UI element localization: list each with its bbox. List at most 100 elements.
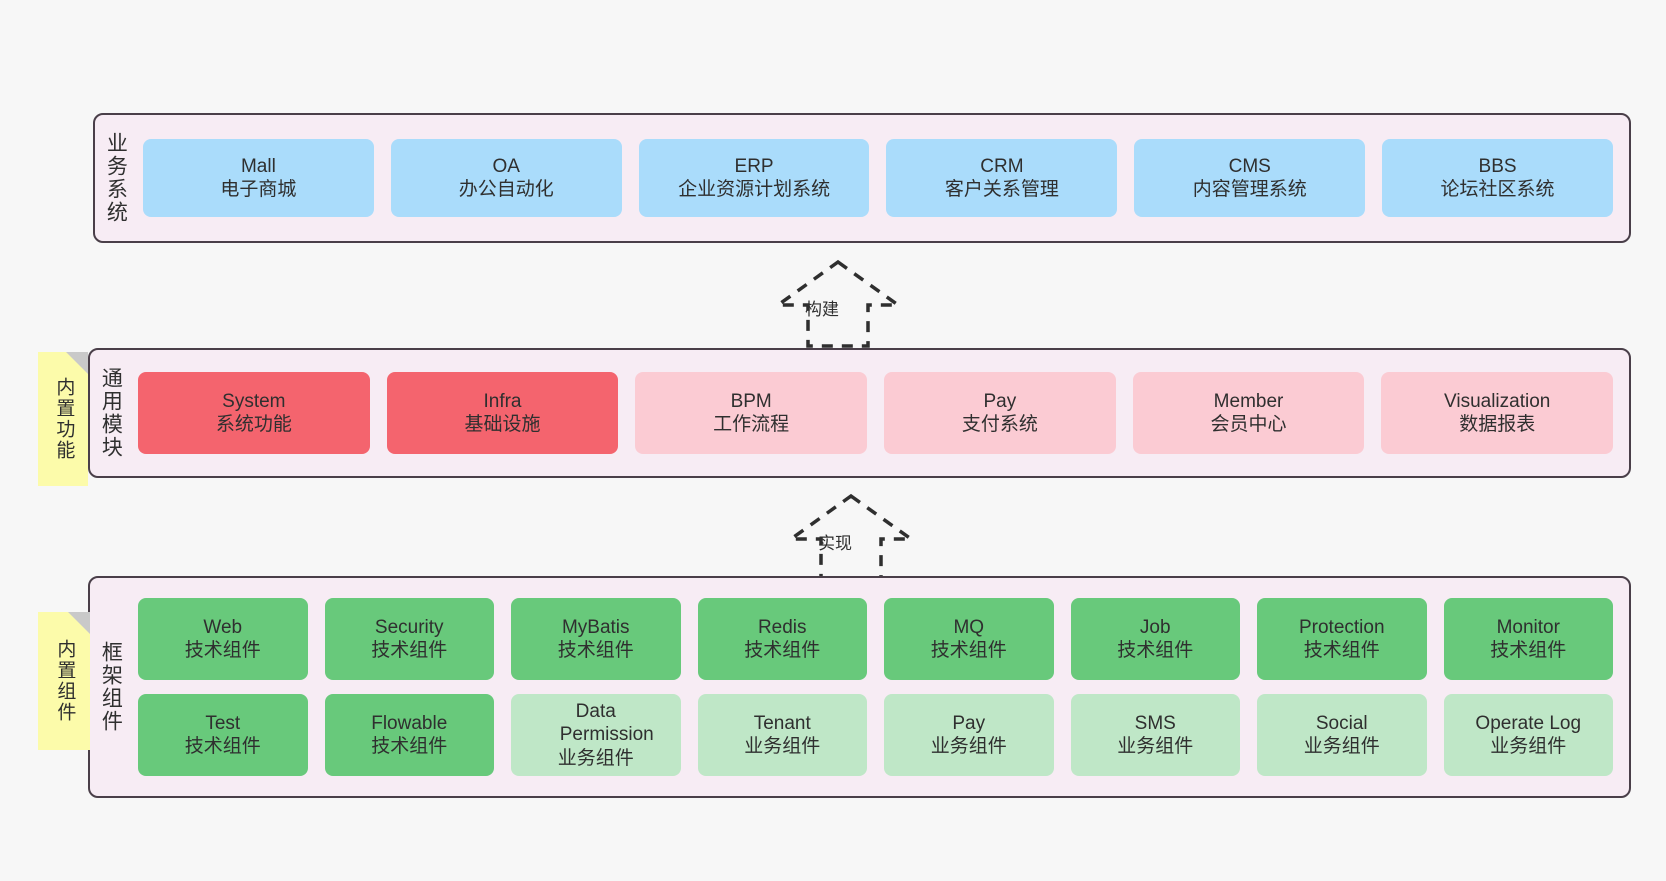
card-subtitle: 客户关系管理 xyxy=(944,179,1059,200)
card-title: Protection xyxy=(1298,616,1385,638)
card-subtitle: 技术组件 xyxy=(184,736,261,757)
build-arrow-icon xyxy=(772,259,904,348)
card-title: Monitor xyxy=(1496,616,1560,638)
card-subtitle: 技术组件 xyxy=(371,640,448,661)
card-title: Visualization xyxy=(1444,390,1551,412)
card-flowable[interactable]: Flowable 技术组件 xyxy=(324,694,494,776)
card-web[interactable]: Web 技术组件 xyxy=(138,598,308,680)
card-title: Redis xyxy=(757,616,807,638)
card-subtitle: 业务组件 xyxy=(557,747,634,769)
card-title: Flowable xyxy=(371,712,448,734)
layer-body-framework-components: Web 技术组件 Security 技术组件 MyBatis 技术组件 Redi… xyxy=(130,578,1629,796)
card-row: Mall 电子商城 OA 办公自动化 ERP 企业资源计划系统 CRM 客户关系… xyxy=(143,139,1613,217)
layer-title-common-modules: 通用模块 xyxy=(99,367,123,459)
layer-common-modules[interactable]: 通用模块 System 系统功能 Infra 基础设施 BPM 工作流程 Pay… xyxy=(88,348,1631,478)
card-pay[interactable]: Pay 支付系统 xyxy=(884,372,1116,454)
card-title: BBS xyxy=(1478,155,1517,177)
card-erp[interactable]: ERP 企业资源计划系统 xyxy=(638,139,870,217)
layer-body-common-modules: System 系统功能 Infra 基础设施 BPM 工作流程 Pay 支付系统… xyxy=(130,350,1629,476)
card-security[interactable]: Security 技术组件 xyxy=(324,598,494,680)
note-builtin-functions[interactable]: 内置功能 xyxy=(38,352,88,486)
connector-implement-label: 实现 xyxy=(818,534,852,553)
note-fold-corner-icon xyxy=(68,612,90,634)
card-data-permission[interactable]: Data Permission 业务组件 xyxy=(511,694,681,776)
card-title: Security xyxy=(374,616,444,638)
card-title: Mall xyxy=(240,155,276,177)
card-visualization[interactable]: Visualization 数据报表 xyxy=(1381,372,1614,454)
card-pay-business[interactable]: Pay 业务组件 xyxy=(884,694,1054,776)
card-title: SMS xyxy=(1134,712,1176,734)
card-mall[interactable]: Mall 电子商城 xyxy=(143,139,374,217)
note-label: 内置功能 xyxy=(53,377,75,461)
card-subtitle: 业务组件 xyxy=(930,736,1007,757)
card-title: Tenant xyxy=(753,712,811,734)
card-bbs[interactable]: BBS 论坛社区系统 xyxy=(1382,139,1613,217)
card-mq[interactable]: MQ 技术组件 xyxy=(884,598,1054,680)
card-infra[interactable]: Infra 基础设施 xyxy=(386,372,619,454)
card-subtitle: 技术组件 xyxy=(1117,640,1194,661)
card-subtitle: 电子商城 xyxy=(220,179,297,200)
card-tenant[interactable]: Tenant 业务组件 xyxy=(697,694,867,776)
note-builtin-components[interactable]: 内置组件 xyxy=(38,612,90,750)
card-crm[interactable]: CRM 客户关系管理 xyxy=(886,139,1118,217)
card-title: Member xyxy=(1213,390,1284,412)
connector-build: 构建 xyxy=(755,258,915,348)
card-subtitle: 支付系统 xyxy=(961,414,1038,435)
card-title: Test xyxy=(205,712,241,734)
card-subtitle: 业务组件 xyxy=(1117,736,1194,757)
card-title: Infra xyxy=(483,390,522,412)
card-subtitle: 系统功能 xyxy=(215,414,292,435)
layer-body-business-systems: Mall 电子商城 OA 办公自动化 ERP 企业资源计划系统 CRM 客户关系… xyxy=(135,115,1629,241)
card-mybatis[interactable]: MyBatis 技术组件 xyxy=(511,598,681,680)
card-subtitle: 基础设施 xyxy=(464,414,541,435)
card-social[interactable]: Social 业务组件 xyxy=(1257,694,1427,776)
card-title: OA xyxy=(492,155,520,177)
card-subtitle: 技术组件 xyxy=(1490,640,1567,661)
card-subtitle: 业务组件 xyxy=(1490,736,1567,757)
card-title: BPM xyxy=(730,390,772,412)
layer-framework-components[interactable]: 框架组件 Web 技术组件 Security 技术组件 MyBatis 技术组件… xyxy=(88,576,1631,798)
card-subtitle: 业务组件 xyxy=(1303,736,1380,757)
card-title: MyBatis xyxy=(561,616,630,638)
card-title: System xyxy=(222,390,286,412)
card-operate-log[interactable]: Operate Log 业务组件 xyxy=(1443,694,1613,776)
card-subtitle: 技术组件 xyxy=(557,640,634,661)
card-title: Social xyxy=(1315,712,1368,734)
note-label: 内置组件 xyxy=(54,639,76,723)
card-subtitle: 办公自动化 xyxy=(458,179,554,200)
card-title: Job xyxy=(1139,616,1171,638)
card-title: Pay xyxy=(983,390,1017,412)
card-member[interactable]: Member 会员中心 xyxy=(1132,372,1365,454)
card-bpm[interactable]: BPM 工作流程 xyxy=(635,372,868,454)
layer-business-systems[interactable]: 业务系统 Mall 电子商城 OA 办公自动化 ERP 企业资源计划系统 CRM… xyxy=(93,113,1631,243)
card-title: CRM xyxy=(980,155,1024,177)
connector-build-label: 构建 xyxy=(805,300,839,319)
card-subtitle: 论坛社区系统 xyxy=(1440,179,1555,200)
layer-title-business-systems: 业务系统 xyxy=(104,132,128,224)
layer-title-framework-components: 框架组件 xyxy=(99,641,123,733)
card-subtitle: 技术组件 xyxy=(184,640,261,661)
card-title: Operate Log xyxy=(1475,712,1582,734)
card-subtitle: 会员中心 xyxy=(1210,414,1287,435)
card-row-business: Test 技术组件 Flowable 技术组件 Data Permission … xyxy=(138,694,1613,776)
card-subtitle: 技术组件 xyxy=(930,640,1007,661)
card-redis[interactable]: Redis 技术组件 xyxy=(697,598,867,680)
card-protection[interactable]: Protection 技术组件 xyxy=(1257,598,1427,680)
card-subtitle: 数据报表 xyxy=(1459,414,1536,435)
card-title: MQ xyxy=(953,616,985,638)
card-row: System 系统功能 Infra 基础设施 BPM 工作流程 Pay 支付系统… xyxy=(138,372,1614,454)
card-subtitle: 内容管理系统 xyxy=(1192,179,1307,200)
card-cms[interactable]: CMS 内容管理系统 xyxy=(1134,139,1366,217)
card-test[interactable]: Test 技术组件 xyxy=(138,694,308,776)
card-subtitle: 企业资源计划系统 xyxy=(678,179,831,200)
note-fold-corner-icon xyxy=(66,352,88,374)
card-subtitle: 技术组件 xyxy=(744,640,821,661)
card-row-technical: Web 技术组件 Security 技术组件 MyBatis 技术组件 Redi… xyxy=(138,598,1613,680)
card-monitor[interactable]: Monitor 技术组件 xyxy=(1443,598,1613,680)
card-oa[interactable]: OA 办公自动化 xyxy=(390,139,622,217)
card-job[interactable]: Job 技术组件 xyxy=(1070,598,1240,680)
card-sms[interactable]: SMS 业务组件 xyxy=(1070,694,1240,776)
card-system[interactable]: System 系统功能 xyxy=(138,372,370,454)
card-title: Pay xyxy=(952,712,986,734)
card-title: CMS xyxy=(1228,155,1271,177)
